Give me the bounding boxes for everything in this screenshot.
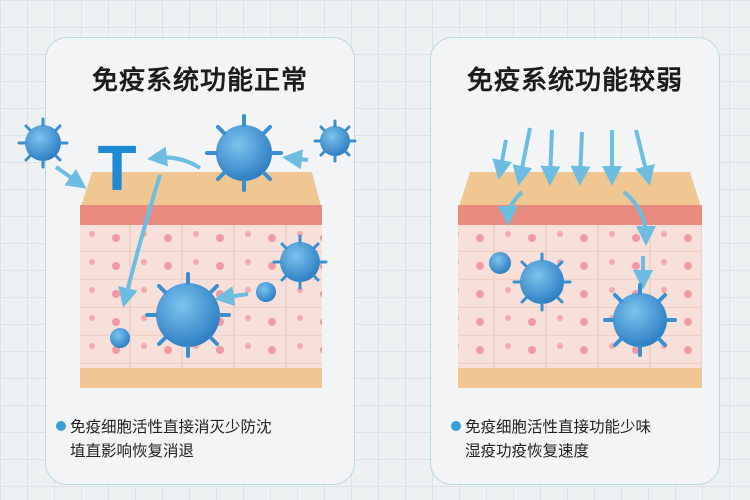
panel-weak-immune: 免疫系统功能较弱 免疫细胞活性直接功能少味 湿疫功疫恢复速度 <box>430 37 720 485</box>
panel-title: 免疫系统功能较弱 <box>466 66 683 96</box>
bullet-icon <box>451 421 461 431</box>
panel-normal-immune: 免疫系统功能正常 免疫细胞活性直接消灭少防沈 埴直影响恢复消退 <box>45 37 355 485</box>
panel-caption: 免疫细胞活性直接消灭少防沈 埴直影响恢复消退 <box>56 415 346 463</box>
panel-caption: 免疫细胞活性直接功能少味 湿疫功疫恢复速度 <box>451 415 721 463</box>
bullet-icon <box>56 421 66 431</box>
panel-title: 免疫系统功能正常 <box>91 66 308 96</box>
